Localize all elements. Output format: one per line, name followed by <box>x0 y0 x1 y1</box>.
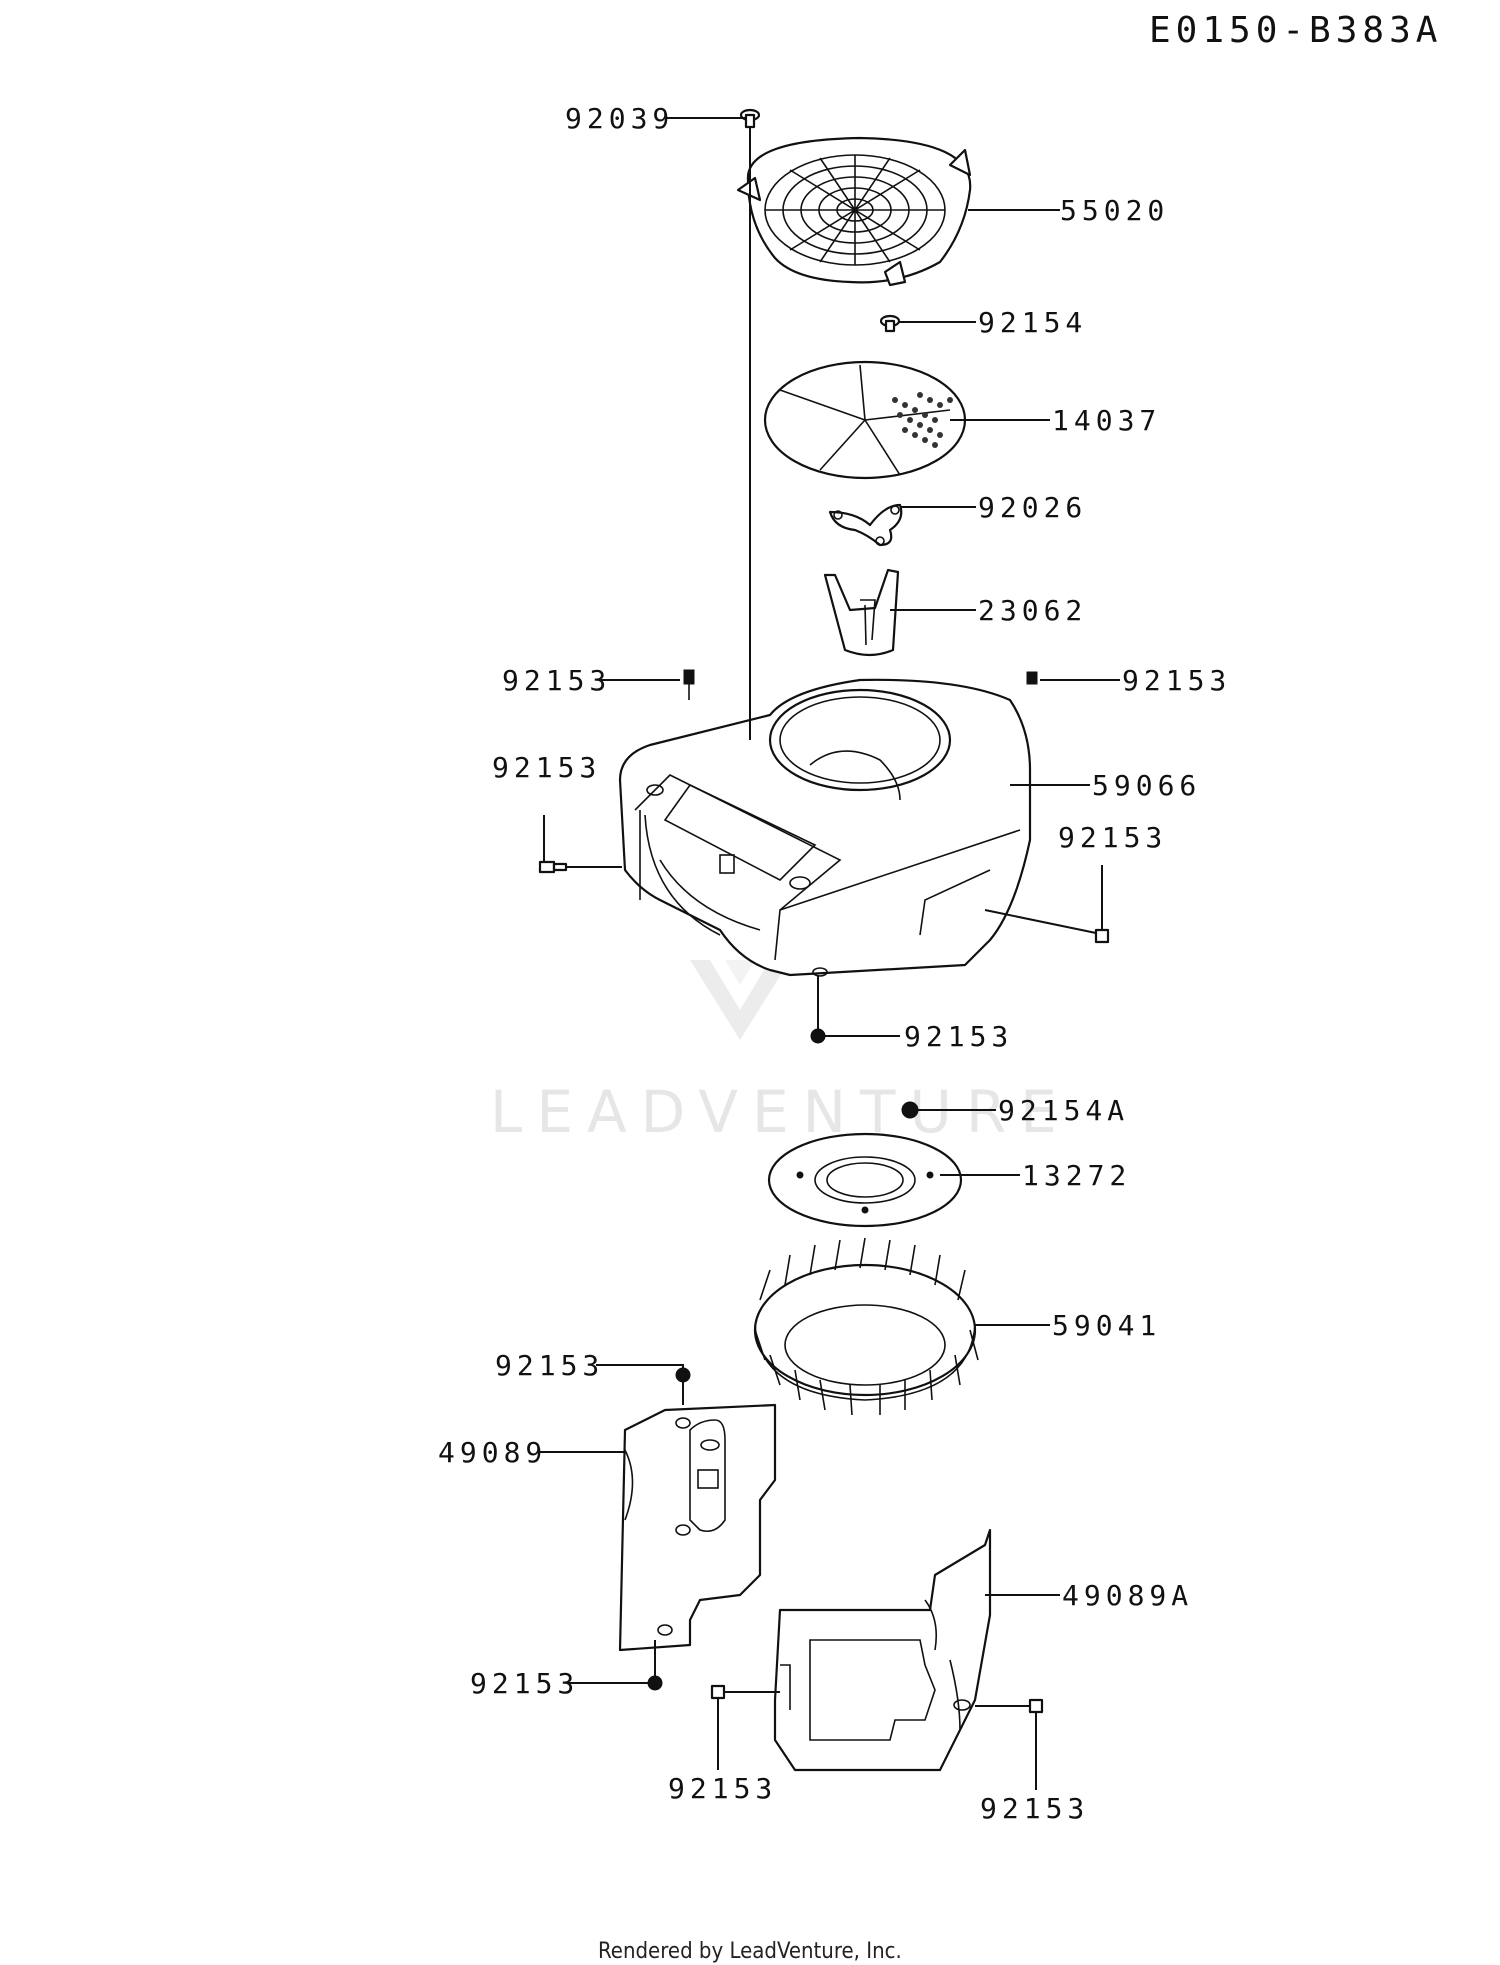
part-92154A-screw <box>901 1101 919 1119</box>
leader-lines <box>538 117 1120 1790</box>
callout-49089: 49089 <box>438 1436 547 1469</box>
screw-92153-bottom <box>810 1028 826 1044</box>
part-14037-disc <box>763 360 967 480</box>
part-49089-cover <box>618 1403 777 1652</box>
callout-92154: 92154 <box>978 306 1087 339</box>
callout-59041: 59041 <box>1052 1309 1161 1342</box>
callout-92153-top-right: 92153 <box>1122 664 1231 697</box>
screw-92153-top-right <box>1026 671 1038 685</box>
part-55020-screen <box>736 136 972 287</box>
callout-14037: 14037 <box>1052 404 1161 437</box>
part-49089A-cover <box>773 1528 992 1772</box>
callout-92154A: 92154A <box>998 1094 1129 1127</box>
callout-92153-left: 92153 <box>492 751 601 784</box>
callout-92153-lower-right: 92153 <box>980 1792 1089 1825</box>
part-59066-shroud <box>618 678 1032 977</box>
part-13272-plate <box>767 1132 963 1228</box>
callout-92039: 92039 <box>565 102 674 135</box>
watermark: LEADVENTURE <box>490 960 1071 1146</box>
callout-59066: 59066 <box>1092 769 1201 802</box>
callout-55020: 55020 <box>1060 194 1169 227</box>
watermark-text: LEADVENTURE <box>490 1078 1071 1146</box>
callout-92153-cover-top: 92153 <box>495 1349 604 1382</box>
screw-92153-left <box>538 860 568 874</box>
callout-92153-right: 92153 <box>1058 821 1167 854</box>
callout-92153-cover-bottom: 92153 <box>470 1667 579 1700</box>
diagram-code: E0150-B383A <box>1149 10 1442 51</box>
callout-49089A: 49089A <box>1062 1579 1193 1612</box>
footer-credit: Rendered by LeadVenture, Inc. <box>598 1939 902 1964</box>
callout-labels: 92039 55020 92154 14037 92026 23062 9215… <box>438 102 1231 1825</box>
callout-92153-top-left: 92153 <box>502 664 611 697</box>
callout-92026: 92026 <box>978 491 1087 524</box>
screw-92153-top-left <box>683 669 695 700</box>
callout-23062: 23062 <box>978 594 1087 627</box>
part-23062-bracket <box>823 568 900 657</box>
part-92154-screw <box>879 314 901 333</box>
part-92026-plate <box>828 503 903 547</box>
callout-92153-bottom: 92153 <box>904 1020 1013 1053</box>
part-59041-fan <box>753 1237 979 1416</box>
screw-92153-right <box>1094 928 1110 944</box>
callout-92153-lower-left: 92153 <box>668 1772 777 1805</box>
callout-13272: 13272 <box>1022 1159 1131 1192</box>
